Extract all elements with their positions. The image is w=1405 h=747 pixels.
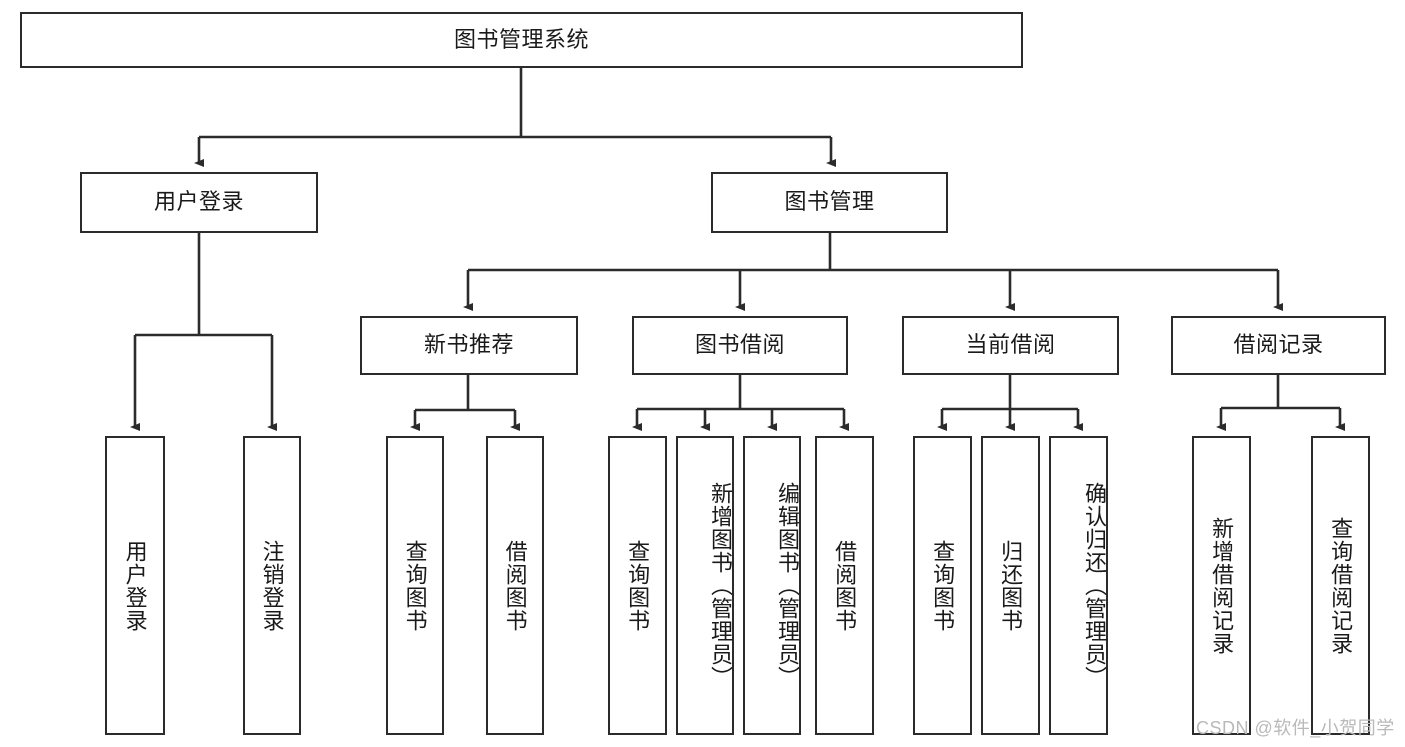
node-leaf-cur-confirm-return[interactable]: 确认归还（管理员） xyxy=(1049,436,1108,735)
node-leaf-user-logout-label: 注销登录 xyxy=(259,539,285,632)
node-leaf-cur-return-book[interactable]: 归还图书 xyxy=(981,436,1040,735)
node-leaf-borrow-borrow-book-label: 借阅图书 xyxy=(832,539,858,632)
node-leaf-rec-query-record[interactable]: 查询借阅记录 xyxy=(1311,436,1370,735)
node-root-label: 图书管理系统 xyxy=(453,26,589,52)
node-leaf-user-login[interactable]: 用户登录 xyxy=(105,436,165,735)
node-borrow-record[interactable]: 借阅记录 xyxy=(1171,316,1386,375)
node-book-borrow-label: 图书借阅 xyxy=(694,332,785,358)
node-leaf-rec-query-record-label: 查询借阅记录 xyxy=(1328,516,1354,655)
node-leaf-borrow-add-book-label: 新增图书（管理员） xyxy=(708,482,733,689)
csdn-watermark: CSDN @软件_小贺同学 xyxy=(1196,718,1395,738)
node-leaf-user-login-label: 用户登录 xyxy=(122,539,148,632)
node-leaf-borrow-query-book-label: 查询图书 xyxy=(625,539,651,632)
node-leaf-rec-query-book[interactable]: 查询图书 xyxy=(386,436,444,735)
node-leaf-borrow-query-book[interactable]: 查询图书 xyxy=(608,436,667,735)
node-book-manage[interactable]: 图书管理 xyxy=(711,172,948,233)
node-leaf-cur-query-book[interactable]: 查询图书 xyxy=(913,436,972,735)
node-leaf-borrow-borrow-book[interactable]: 借阅图书 xyxy=(815,436,874,735)
node-current-borrow[interactable]: 当前借阅 xyxy=(902,316,1119,375)
node-leaf-rec-borrow-book-label: 借阅图书 xyxy=(502,539,528,632)
node-leaf-cur-return-book-label: 归还图书 xyxy=(998,539,1024,632)
node-book-manage-label: 图书管理 xyxy=(784,189,875,215)
node-borrow-record-label: 借阅记录 xyxy=(1233,332,1324,358)
node-root[interactable]: 图书管理系统 xyxy=(20,12,1023,68)
node-user-login-label: 用户登录 xyxy=(153,189,244,215)
node-leaf-borrow-add-book[interactable]: 新增图书（管理员） xyxy=(676,436,734,735)
node-new-book-rec[interactable]: 新书推荐 xyxy=(360,316,578,375)
node-leaf-cur-query-book-label: 查询图书 xyxy=(930,539,956,632)
node-book-borrow[interactable]: 图书借阅 xyxy=(632,316,848,375)
node-new-book-rec-label: 新书推荐 xyxy=(423,332,514,358)
node-leaf-rec-query-book-label: 查询图书 xyxy=(402,539,428,632)
node-leaf-borrow-edit-book-label: 编辑图书（管理员） xyxy=(775,482,800,689)
node-leaf-cur-confirm-return-label: 确认归还（管理员） xyxy=(1082,482,1107,689)
node-leaf-user-logout[interactable]: 注销登录 xyxy=(243,436,301,735)
node-leaf-rec-add-record[interactable]: 新增借阅记录 xyxy=(1192,436,1251,735)
node-leaf-borrow-edit-book[interactable]: 编辑图书（管理员） xyxy=(743,436,801,735)
node-leaf-rec-borrow-book[interactable]: 借阅图书 xyxy=(486,436,544,735)
node-leaf-rec-add-record-label: 新增借阅记录 xyxy=(1209,516,1235,655)
node-user-login[interactable]: 用户登录 xyxy=(80,172,318,233)
node-current-borrow-label: 当前借阅 xyxy=(965,332,1056,358)
